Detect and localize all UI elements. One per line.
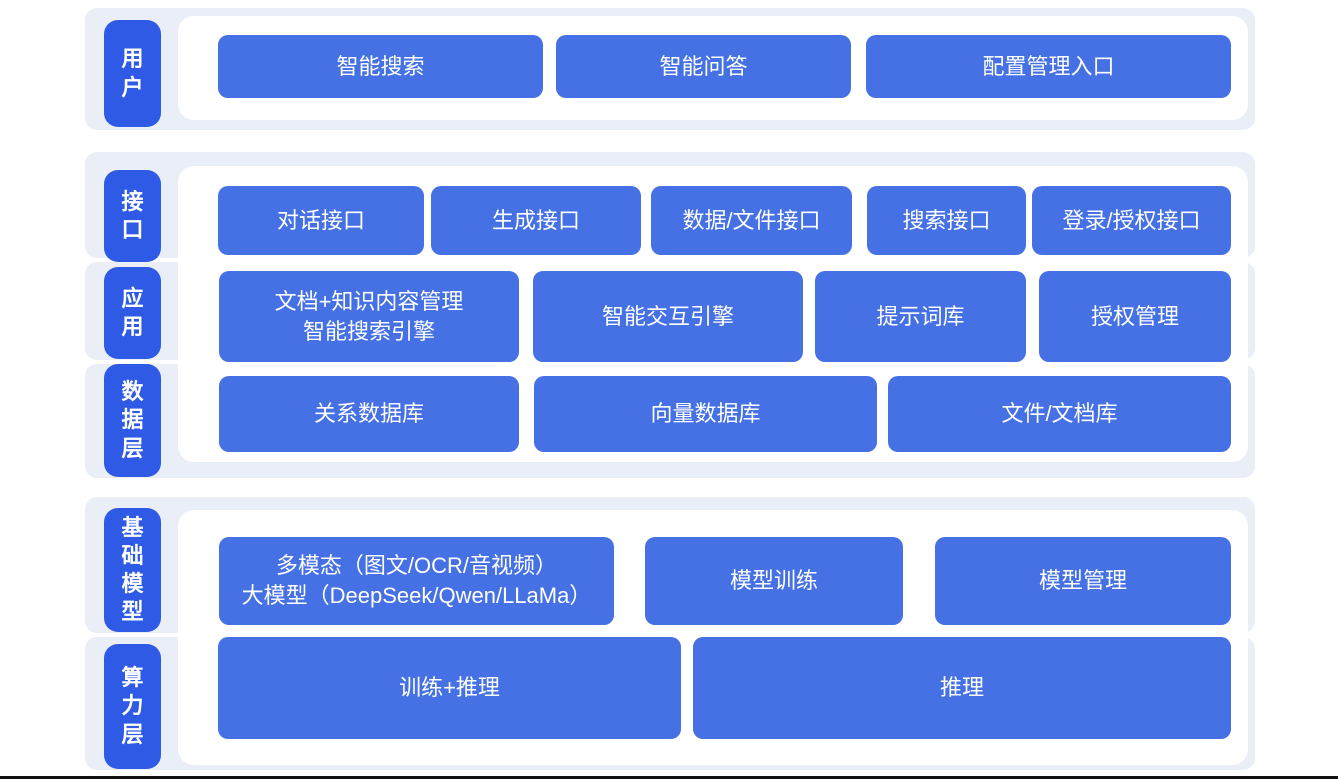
pill-user: 用户 <box>104 20 161 127</box>
pill-data-layer-label: 数据层 <box>121 379 144 461</box>
block-dialog-api: 对话接口 <box>218 186 424 255</box>
block-interaction-engine: 智能交互引擎 <box>533 271 803 362</box>
block-doc-knowledge-search-engine: 文档+知识内容管理 智能搜索引擎 <box>219 271 519 362</box>
pill-interface-label: 接口 <box>121 188 144 242</box>
pill-application-label: 应用 <box>121 285 144 339</box>
block-vector-db: 向量数据库 <box>534 376 877 452</box>
block-prompt-library: 提示词库 <box>815 271 1026 362</box>
block-model-management: 模型管理 <box>935 537 1231 625</box>
block-search-api: 搜索接口 <box>867 186 1026 255</box>
pill-base-model: 基础模型 <box>104 508 161 632</box>
block-inference: 推理 <box>693 637 1231 739</box>
pill-application: 应用 <box>104 267 161 359</box>
block-generation-api: 生成接口 <box>431 186 641 255</box>
pill-compute-layer: 算力层 <box>104 644 161 769</box>
block-login-auth-api: 登录/授权接口 <box>1032 186 1231 255</box>
block-smart-qa: 智能问答 <box>556 35 851 98</box>
pill-interface: 接口 <box>104 170 161 262</box>
block-smart-search: 智能搜索 <box>218 35 543 98</box>
pill-data-layer: 数据层 <box>104 364 161 477</box>
block-config-management-entry: 配置管理入口 <box>866 35 1231 98</box>
pill-base-model-label: 基础模型 <box>121 514 144 625</box>
block-model-training: 模型训练 <box>645 537 903 625</box>
block-data-file-api: 数据/文件接口 <box>651 186 852 255</box>
block-training-inference: 训练+推理 <box>218 637 681 739</box>
block-file-doc-store: 文件/文档库 <box>888 376 1231 452</box>
block-multimodal-llm: 多模态（图文/OCR/音视频） 大模型（DeepSeek/Qwen/LLaMa） <box>219 537 614 625</box>
bottom-rule <box>0 776 1338 779</box>
pill-user-label: 用户 <box>121 46 144 100</box>
block-auth-management: 授权管理 <box>1039 271 1231 362</box>
pill-compute-layer-label: 算力层 <box>121 665 144 747</box>
block-relational-db: 关系数据库 <box>219 376 519 452</box>
